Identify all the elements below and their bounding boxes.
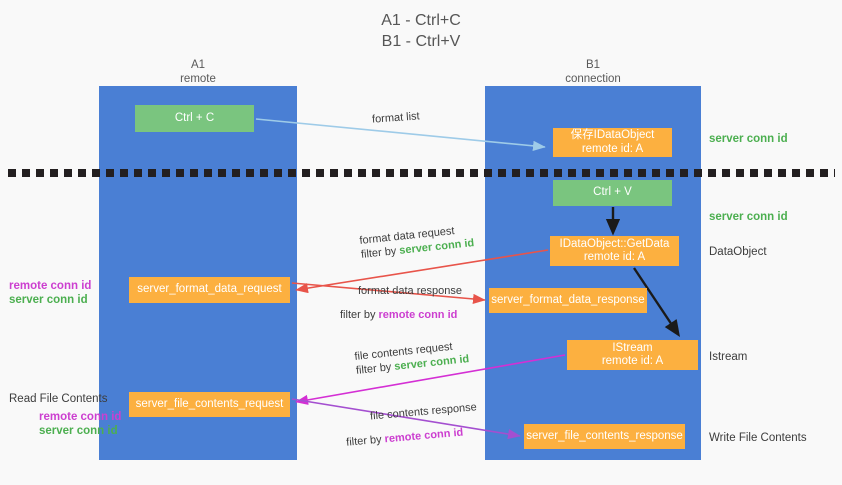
annotation-read-file-contents: Read File Contents xyxy=(9,393,108,405)
node-istream-title: IStream xyxy=(612,341,653,354)
edge-label-file-contents-response-top: file contents response xyxy=(369,401,478,423)
lane-header-b1: B1 connection xyxy=(493,58,693,86)
node-istream[interactable]: IStream remote id: A xyxy=(567,340,698,370)
annotation-istream: Istream xyxy=(709,351,748,363)
filter-prefix: filter by xyxy=(360,244,400,261)
edge-label-file-contents-response-filter: filter by remote conn id xyxy=(346,424,480,450)
dashed-divider xyxy=(8,169,835,177)
node-server-format-data-response[interactable]: server_format_data_response xyxy=(489,288,647,313)
annotation-conn-ids-lower: remote conn id server conn id xyxy=(39,410,121,438)
filter-prefix: filter by xyxy=(355,360,395,377)
node-istream-remote-id: remote id: A xyxy=(601,355,664,367)
edge-label-format-data-request: format data request filter by server con… xyxy=(359,222,475,262)
node-ctrl-c[interactable]: Ctrl + C xyxy=(135,105,254,132)
filter-highlight: remote conn id xyxy=(378,309,458,321)
node-server-file-contents-request-label: server_file_contents_request xyxy=(135,397,284,410)
node-server-file-contents-response-label: server_file_contents_response xyxy=(526,429,683,442)
node-ctrl-c-label: Ctrl + C xyxy=(174,111,215,124)
annotation-dataobject: DataObject xyxy=(709,246,767,258)
edge-label-format-list: format list xyxy=(372,109,421,126)
edge-label-format-data-response: format data response filter by remote co… xyxy=(340,284,462,322)
node-ctrl-v-label: Ctrl + V xyxy=(593,186,632,199)
title-line-1: A1 - Ctrl+C xyxy=(381,12,461,29)
lane-header-a1: A1 remote xyxy=(98,58,298,86)
title-line-2: B1 - Ctrl+V xyxy=(381,33,461,50)
filter-prefix: filter by xyxy=(345,433,386,449)
node-getdata-remote-id: remote id: A xyxy=(583,251,646,263)
node-server-file-contents-request[interactable]: server_file_contents_request xyxy=(129,392,290,417)
edge-label-format-list-text: format list xyxy=(371,110,421,126)
annotation-server-conn-id-lower: server conn id xyxy=(39,425,118,437)
node-server-format-data-request-label: server_format_data_request xyxy=(137,283,282,296)
lane-a1-name: A1 xyxy=(190,59,206,71)
lane-a1-sub: remote xyxy=(180,73,216,85)
edge-label-file-contents-response: file contents response filter by remote … xyxy=(344,400,480,449)
edge-label-format-data-response-filter: filter by remote conn id xyxy=(340,308,462,322)
annotation-write-file-contents: Write File Contents xyxy=(709,432,807,444)
annotation-remote-conn-id-lower: remote conn id xyxy=(39,411,122,423)
node-server-format-data-response-label: server_format_data_response xyxy=(491,293,645,306)
lane-b1-name: B1 xyxy=(585,59,601,71)
edge-label-format-data-response-top: format data response xyxy=(358,285,462,297)
page-title: A1 - Ctrl+C B1 - Ctrl+V xyxy=(0,10,842,52)
annotation-server-conn-id-top: server conn id xyxy=(709,133,788,145)
annotation-server-conn-id-second: server conn id xyxy=(709,211,788,223)
lane-b1-sub: connection xyxy=(565,73,621,85)
node-server-format-data-request[interactable]: server_format_data_request xyxy=(129,277,290,303)
annotation-remote-conn-id-upper: remote conn id xyxy=(9,280,92,292)
node-server-file-contents-response[interactable]: server_file_contents_response xyxy=(524,424,685,449)
node-ctrl-v[interactable]: Ctrl + V xyxy=(553,180,672,206)
node-save-idataobject[interactable]: 保存IDataObject remote id: A xyxy=(553,128,672,157)
filter-highlight: remote conn id xyxy=(384,426,464,446)
node-save-idataobject-remote-id: remote id: A xyxy=(581,142,644,155)
node-getdata-title: IDataObject::GetData xyxy=(559,237,670,250)
annotation-conn-ids-upper: remote conn id server conn id xyxy=(9,279,91,307)
node-idataobject-getdata[interactable]: IDataObject::GetData remote id: A xyxy=(550,236,679,266)
node-save-idataobject-title: 保存IDataObject xyxy=(570,129,655,141)
annotation-server-conn-id-upper: server conn id xyxy=(9,294,88,306)
edge-label-file-contents-request: file contents request filter by server c… xyxy=(354,338,470,378)
filter-prefix: filter by xyxy=(340,309,379,321)
